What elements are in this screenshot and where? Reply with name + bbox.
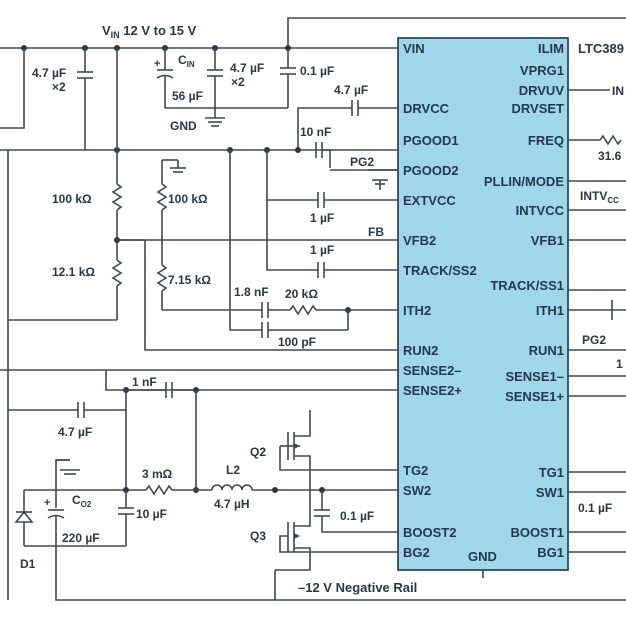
label-c-in-mid-x: ×2 bbox=[231, 75, 245, 89]
label-c-1n8: 1.8 nF bbox=[234, 285, 269, 299]
label-c-01: 0.1 µF bbox=[300, 64, 334, 78]
label-c-in-left: 4.7 µF bbox=[32, 66, 66, 80]
label-c-4u7-low: 4.7 µF bbox=[58, 425, 92, 439]
label-right-sw1-cap: 0.1 µF bbox=[578, 501, 612, 515]
label-r-12k1: 12.1 kΩ bbox=[52, 265, 95, 279]
ic-right-pin-label: INTVCC bbox=[516, 203, 565, 218]
label-d1: D1 bbox=[20, 557, 36, 571]
label-c-220u: 220 µF bbox=[62, 531, 100, 545]
label-gnd: GND bbox=[170, 119, 197, 133]
ic-right-pin-label: BG1 bbox=[537, 545, 564, 560]
ic-gnd-label: GND bbox=[468, 549, 497, 564]
ic-right-pin-label: SENSE1– bbox=[505, 369, 564, 384]
ic-body bbox=[397, 37, 569, 571]
label-cin-val: 56 µF bbox=[172, 89, 203, 103]
vin-title: VIN 12 V to 15 V bbox=[102, 23, 197, 40]
label-c-drvcc: 4.7 µF bbox=[334, 83, 368, 97]
label-q2: Q2 bbox=[250, 445, 266, 459]
ic-right-pin-label: ITH1 bbox=[536, 303, 564, 318]
ic-right-pin-label: RUN1 bbox=[529, 343, 564, 358]
label-c-01-boost: 0.1 µF bbox=[340, 509, 374, 523]
svg-text:+: + bbox=[154, 58, 160, 70]
label-c-in-mid: 4.7 µF bbox=[230, 61, 264, 75]
label-c-1u-b: 1 µF bbox=[310, 243, 334, 257]
label-r-20k: 20 kΩ bbox=[285, 287, 318, 301]
label-l2: L2 bbox=[226, 463, 240, 477]
label-c-10n: 10 nF bbox=[300, 125, 331, 139]
label-r-7k15: 7.15 kΩ bbox=[168, 273, 211, 287]
ic-part-name: LTC389 bbox=[578, 41, 624, 56]
ic-left-pin-label: BOOST2 bbox=[403, 525, 456, 540]
label-r-100k-a: 100 kΩ bbox=[52, 192, 92, 206]
ic-right-pin-label: FREQ bbox=[528, 133, 564, 148]
label-c-1n: 1 nF bbox=[132, 375, 157, 389]
label-r-100k-b: 100 kΩ bbox=[168, 192, 208, 206]
label-cin: CIN bbox=[178, 53, 195, 69]
label-r-3m: 3 mΩ bbox=[142, 467, 173, 481]
label-c-100p: 100 pF bbox=[278, 335, 316, 349]
label-pg2: PG2 bbox=[350, 155, 374, 169]
ic-left-pin-label: DRVCC bbox=[403, 101, 450, 116]
label-negative-rail: –12 V Negative Rail bbox=[298, 580, 417, 595]
ic-left-pin-label: SW2 bbox=[403, 483, 431, 498]
label-co2: CO2 bbox=[72, 493, 92, 509]
ic-left-pin-label: EXTVCC bbox=[403, 193, 456, 208]
ic-right-pin-label: PLLIN/MODE bbox=[484, 174, 564, 189]
label-right-one: 1 bbox=[616, 357, 623, 371]
ic-left-pin-label: TRACK/SS2 bbox=[403, 263, 477, 278]
ic-right-pin-label: TG1 bbox=[539, 465, 564, 480]
ic-right-pin-label: VFB1 bbox=[531, 233, 564, 248]
svg-text:+: + bbox=[44, 497, 50, 509]
ic-left-pin-label: VFB2 bbox=[403, 233, 436, 248]
ic-right-pin-label: TRACK/SS1 bbox=[490, 278, 564, 293]
label-right-freq-val: 31.6 bbox=[598, 149, 622, 163]
label-c-10u: 10 µF bbox=[136, 507, 167, 521]
ic-left-pin-label: ITH2 bbox=[403, 303, 431, 318]
ic-left-pin-label: PGOOD2 bbox=[403, 163, 459, 178]
ic-right-pin-label: VPRG1 bbox=[520, 63, 564, 78]
ic-right-pin-label: DRVUV bbox=[519, 83, 565, 98]
ic-right-pin-label: ILIM bbox=[538, 41, 564, 56]
ic-right-pin-label: BOOST1 bbox=[511, 525, 564, 540]
label-l2-val: 4.7 µH bbox=[214, 497, 250, 511]
ic-left-pin-label: SENSE2+ bbox=[403, 383, 462, 398]
ic-left-pin-label: BG2 bbox=[403, 545, 430, 560]
label-c-in-left-x: ×2 bbox=[52, 80, 66, 94]
ic-left-pin-label: RUN2 bbox=[403, 343, 438, 358]
label-right-in: IN bbox=[612, 84, 624, 98]
ic-left-pin-label: SENSE2– bbox=[403, 363, 462, 378]
ic-right-pin-label: DRVSET bbox=[512, 101, 565, 116]
ic-left-pin-label: TG2 bbox=[403, 463, 428, 478]
label-q3: Q3 bbox=[250, 529, 266, 543]
label-right-intvcc: INTVCC bbox=[580, 189, 619, 205]
ic-right-pin-label: SENSE1+ bbox=[505, 389, 564, 404]
label-fb: FB bbox=[368, 225, 384, 239]
ic-pin-labels: VINDRVCCPGOOD1PGOOD2EXTVCCVFB2TRACK/SS2I… bbox=[403, 41, 565, 560]
label-c-1u-a: 1 µF bbox=[310, 211, 334, 225]
label-right-pg2: PG2 bbox=[582, 333, 606, 347]
ic-right-pin-label: SW1 bbox=[536, 485, 564, 500]
ic-left-pin-label: VIN bbox=[403, 41, 425, 56]
ic-left-pin-label: PGOOD1 bbox=[403, 133, 459, 148]
